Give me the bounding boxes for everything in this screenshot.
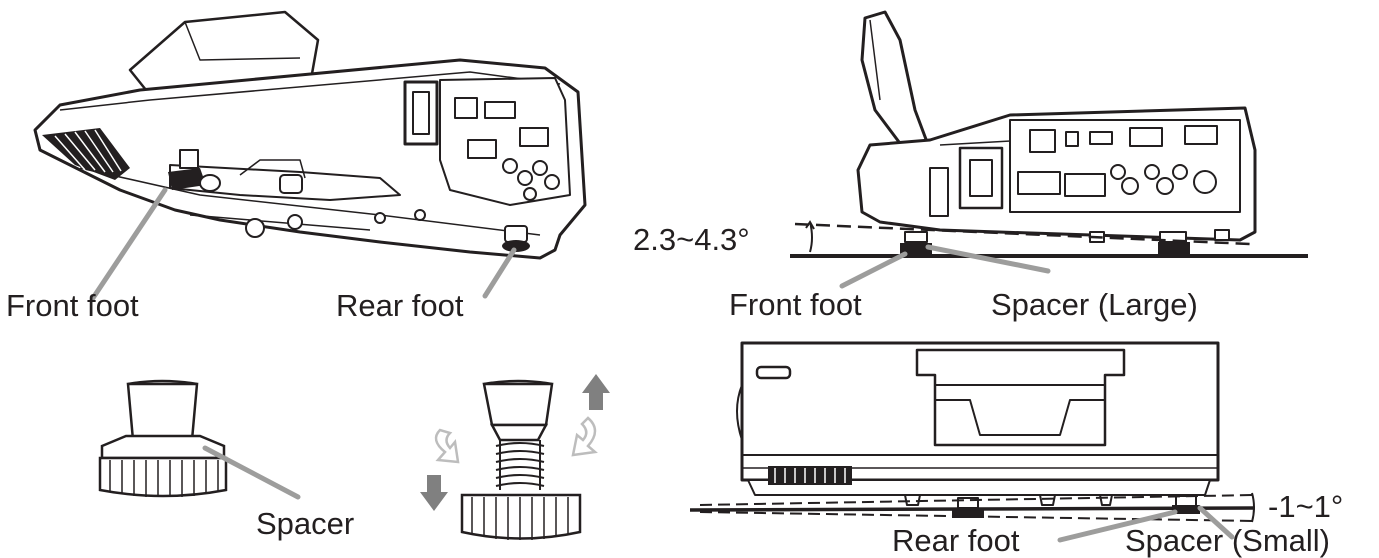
ground-line-rear bbox=[689, 506, 1256, 512]
spacer-leader-line bbox=[202, 445, 301, 500]
rear-foot-label: Rear foot bbox=[336, 288, 464, 323]
angle-large-label: 2.3~4.3° bbox=[633, 222, 750, 257]
tilt-line-upper bbox=[699, 494, 1256, 506]
foot-screw-adjustment bbox=[460, 379, 582, 540]
spacer-large-label: Spacer (Large) bbox=[991, 287, 1198, 322]
projector-underside-illustration bbox=[33, 10, 587, 260]
front-foot-leader-line-side bbox=[839, 251, 908, 289]
angle-arc-small bbox=[1251, 492, 1255, 523]
rear-foot-rear-label: Rear foot bbox=[892, 523, 1020, 558]
spacer-label: Spacer bbox=[256, 506, 355, 541]
tilt-line bbox=[794, 222, 1251, 246]
projector-side-view-illustration bbox=[856, 10, 1257, 255]
front-foot-side-label: Front foot bbox=[729, 287, 862, 322]
spacer-large-leader-line bbox=[925, 244, 1051, 274]
front-foot-label: Front foot bbox=[6, 288, 139, 323]
angle-small-label: -1~1° bbox=[1268, 489, 1344, 524]
spacer-small-label: Spacer (Small) bbox=[1125, 523, 1330, 558]
rotate-right-icon bbox=[571, 416, 598, 457]
projector-rear-view-illustration bbox=[736, 341, 1220, 518]
spacer-small-leader-line bbox=[1197, 505, 1235, 540]
arrow-down-icon bbox=[420, 475, 448, 511]
rotate-left-icon bbox=[434, 428, 460, 464]
foot-spacer-closeup bbox=[98, 379, 228, 498]
tilt-line-lower bbox=[699, 511, 1256, 522]
rear-foot-leader-line-rear bbox=[1057, 509, 1178, 543]
rear-foot-leader-line bbox=[482, 247, 517, 299]
arrow-up-icon bbox=[582, 374, 610, 410]
front-foot-leader-line bbox=[90, 187, 168, 301]
